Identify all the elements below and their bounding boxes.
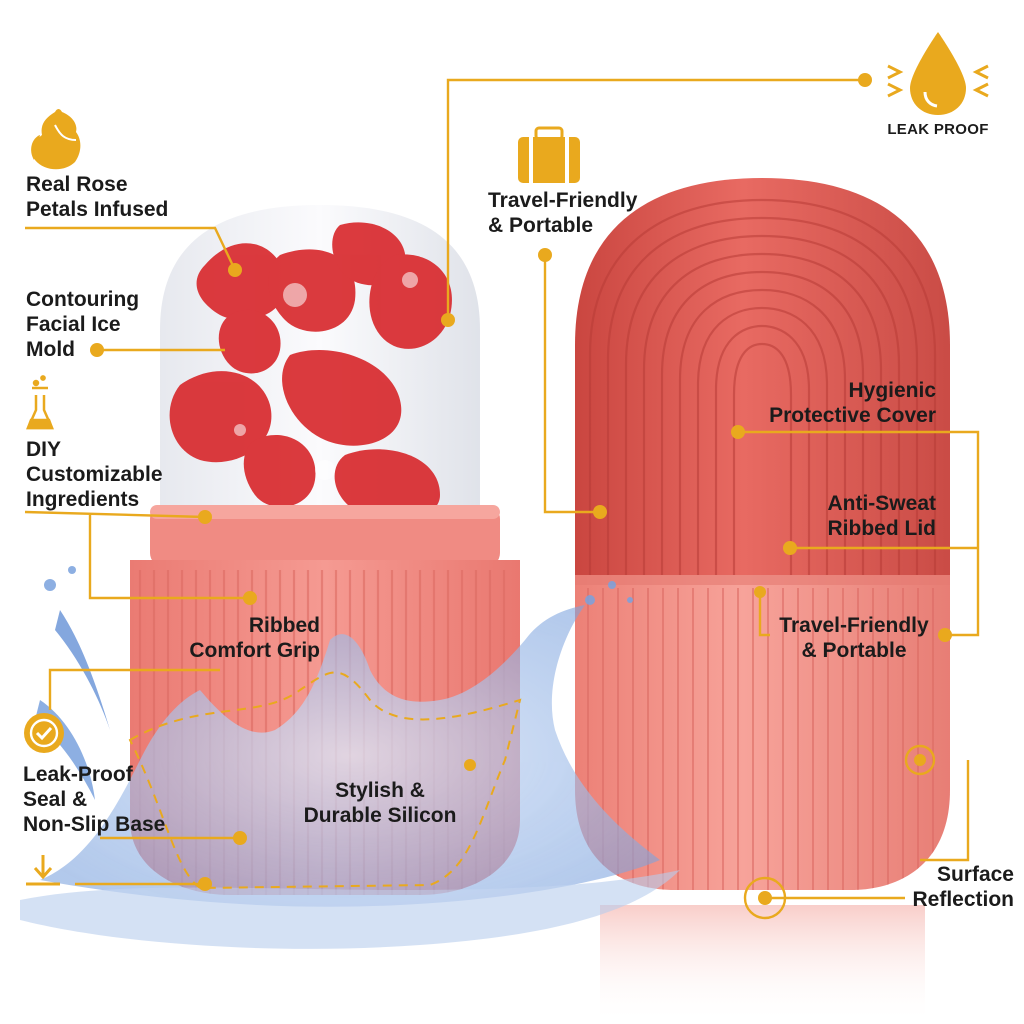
capsule-base <box>575 575 950 890</box>
base-arrow-icon <box>26 855 60 886</box>
contouring-line-3: Mold <box>26 338 75 361</box>
diy-line-1: DIY <box>26 438 62 461</box>
stylish-line-1: Stylish & <box>335 779 425 802</box>
diy-line-2: Customizable <box>26 463 163 486</box>
leak-proof-badge-text: LEAK PROOF <box>887 121 989 138</box>
protective-cover <box>575 178 950 580</box>
ribbed-grip-line-2: Comfort Grip <box>189 639 320 662</box>
stylish-line-2: Durable Silicon <box>303 804 457 827</box>
rose-petals-line-2: Petals Infused <box>26 198 169 221</box>
hygienic-label: Hygienic Protective Cover <box>740 378 936 428</box>
diy-label: DIY Customizable Ingredients <box>26 437 163 512</box>
callout-lines <box>24 78 980 900</box>
travel-bottom-line-1: Travel-Friendly <box>779 614 929 637</box>
leak-seal-line-2: Seal & <box>23 788 88 811</box>
diy-line-3: Ingredients <box>26 488 140 511</box>
ribbed-grip-line-1: Ribbed <box>248 614 320 637</box>
surface-label: Surface Reflection <box>880 862 1014 912</box>
travel-bottom-line-2: & Portable <box>801 639 907 662</box>
rose-icon <box>31 109 81 170</box>
anti-sweat-line-1: Anti-Sweat <box>827 492 936 515</box>
rose-petals-label: Real Rose Petals Infused <box>26 172 168 222</box>
callout-dots <box>90 73 952 905</box>
anti-sweat-line-2: Ribbed Lid <box>827 517 937 540</box>
travel-top-line-2: & Portable <box>488 214 594 237</box>
travel-top-line-1: Travel-Friendly <box>488 189 638 212</box>
stylish-label: Stylish & Durable Silicon <box>290 778 470 828</box>
flask-icon <box>26 375 54 430</box>
contouring-line-2: Facial Ice <box>26 313 121 336</box>
suitcase-icon <box>518 126 580 183</box>
surface-line-1: Surface <box>936 863 1014 886</box>
rose-petals-line-1: Real Rose <box>26 173 128 196</box>
leak-seal-label: Leak-Proof Seal & Non-Slip Base <box>23 762 165 837</box>
leak-seal-line-3: Non-Slip Base <box>23 813 166 836</box>
hygienic-line-1: Hygienic <box>848 379 936 402</box>
capsule-reflection <box>600 905 925 1024</box>
hygienic-line-2: Protective Cover <box>769 404 936 427</box>
contouring-label: Contouring Facial Ice Mold <box>26 287 139 362</box>
leak-seal-line-1: Leak-Proof <box>23 763 133 786</box>
checkmark-seal-icon <box>24 713 64 753</box>
ice-dome <box>160 205 480 515</box>
travel-top-label: Travel-Friendly & Portable <box>488 188 637 238</box>
travel-bottom-label: Travel-Friendly & Portable <box>766 613 942 663</box>
ribbed-grip-label: Ribbed Comfort Grip <box>150 613 320 663</box>
leak-proof-badge-label: LEAK PROOF <box>878 121 998 139</box>
contouring-line-1: Contouring <box>26 288 140 311</box>
anti-sweat-label: Anti-Sweat Ribbed Lid <box>780 491 936 541</box>
surface-line-2: Reflection <box>912 888 1014 911</box>
droplet-icon <box>887 32 989 115</box>
